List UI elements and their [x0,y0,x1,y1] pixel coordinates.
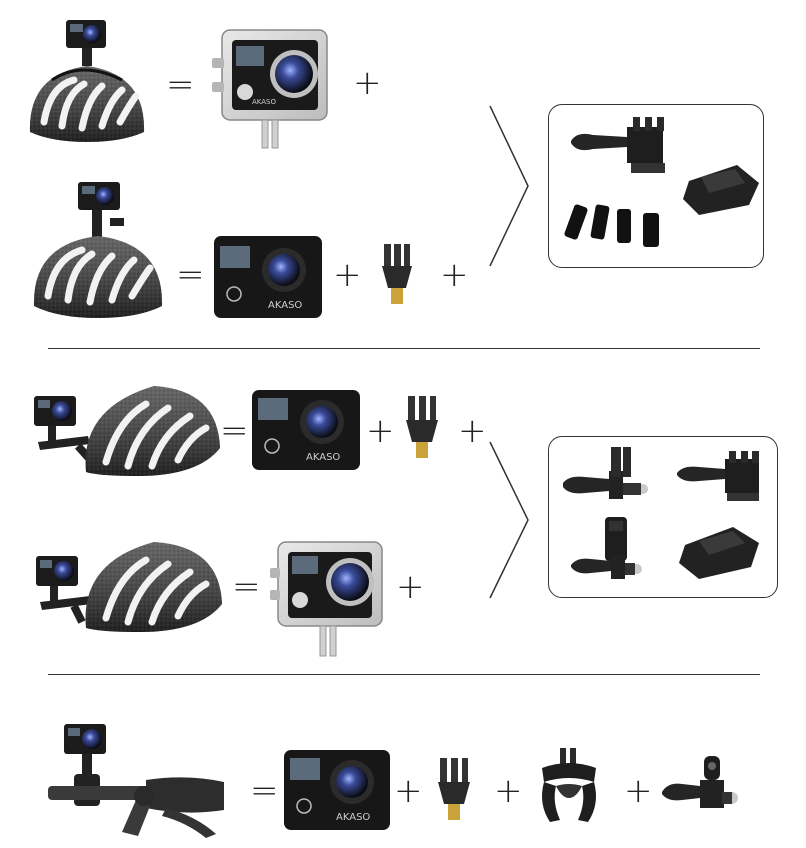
thumb-screw [571,117,665,173]
equals-sign: = [250,771,279,811]
camera-brand-text: AKASO [306,452,340,463]
plus-sign: + [333,255,362,295]
plus-sign: + [396,567,425,607]
handlebar-clamp [536,748,602,826]
equals-sign: = [176,255,205,295]
plus-sign: + [494,771,523,811]
plus-sign: + [353,63,382,103]
curved-adhesive-mount [683,165,759,215]
adhesive-pads [564,204,659,247]
bare-camera: AKASO [282,746,392,832]
j-hook-arm [571,517,642,579]
handlebar-with-camera [46,720,228,840]
helmet-side-with-camera [30,536,226,640]
equals-sign: = [232,567,261,607]
plus-sign: + [394,771,423,811]
accessory-box-top [548,104,764,268]
grouping-bracket [488,440,530,600]
grouping-bracket [488,104,530,268]
case-brand-text: AKASO [252,98,276,106]
plus-sign: + [366,411,395,451]
equals-sign: = [220,411,249,451]
bare-camera: AKASO [212,232,324,320]
camera-brand-text: AKASO [268,300,302,311]
buckle-mount [677,451,759,501]
plus-sign: + [458,411,487,451]
pivot-arm [660,752,746,824]
camera-in-waterproof-case: AKASO [212,28,337,153]
helmet-side-with-camera [28,380,224,484]
accessory-box-side [548,436,778,598]
camera-in-waterproof-case [270,540,390,660]
helmet-top-with-camera [22,14,152,154]
helmet-top-with-camera [28,178,168,328]
tripod-adapter [378,244,416,306]
bare-camera: AKASO [250,386,362,472]
tripod-adapter [434,758,474,822]
section-divider [48,674,760,675]
plus-sign: + [624,771,653,811]
curved-adhesive-mount [679,527,759,579]
extension-arm [563,447,648,499]
plus-sign: + [440,255,469,295]
tripod-adapter [402,396,442,460]
camera-brand-text: AKASO [336,812,370,823]
equals-sign: = [166,65,195,105]
section-divider [48,348,760,349]
